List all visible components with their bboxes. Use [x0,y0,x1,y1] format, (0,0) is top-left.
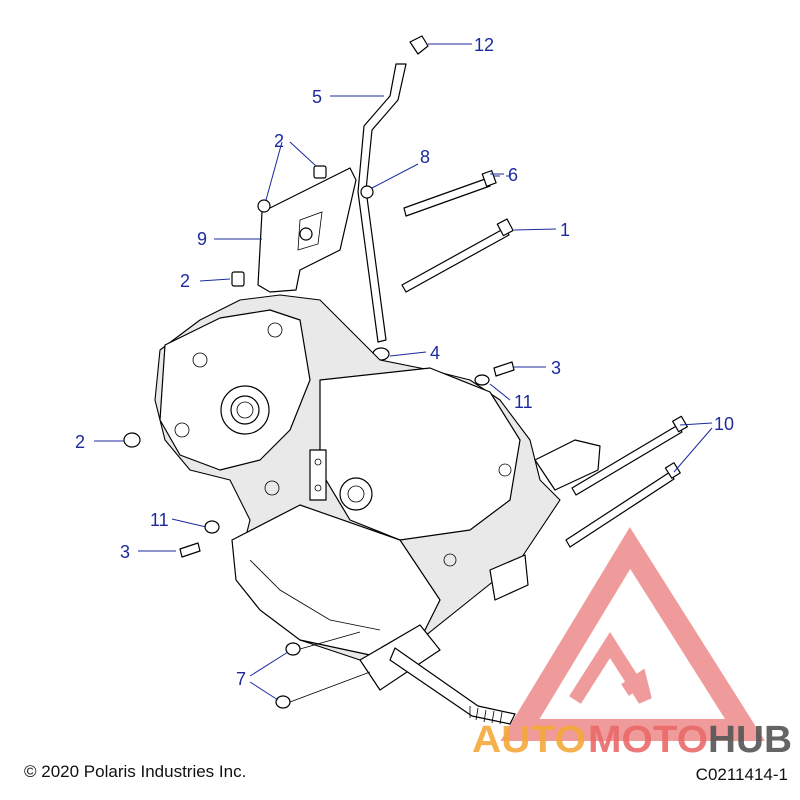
watermark-hub: HUB [708,719,792,761]
callout-6: 6 [508,165,518,185]
diagram-code: C0211414-1 [695,765,788,784]
watermark-moto: MOTO [588,719,708,761]
callout-4: 4 [430,343,440,363]
callout-2-left: 2 [75,432,85,452]
copyright-notice: © 2020 Polaris Industries Inc. [24,762,247,781]
watermark-auto: AUTO [472,719,586,761]
callout-3-right: 3 [551,358,561,378]
callout-5: 5 [312,87,322,107]
callout-1: 1 [560,220,570,240]
callout-2-top: 2 [274,131,284,151]
callout-2-mid: 2 [180,271,190,291]
vent-hose-part-5 [357,35,429,361]
long-bolts [401,170,688,548]
callout-11-left: 11 [150,510,169,530]
callout-10: 10 [714,414,734,434]
callout-8: 8 [420,147,430,167]
leader-lines [94,43,713,701]
automotohub-watermark [500,527,765,741]
bracket-part-9 [231,165,357,293]
callout-12: 12 [474,35,494,55]
callout-9: 9 [197,229,207,249]
fasteners [123,361,515,709]
output-shaft [389,647,516,725]
callout-labels: 12 5 2 8 6 1 9 2 4 3 11 2 10 11 3 7 [75,35,734,689]
callout-7: 7 [236,669,246,689]
watermark-mark [569,631,652,704]
watermark-wordmark: AUTO MOTO HUB [472,719,792,761]
watermark-triangle [500,527,765,741]
callout-3-left: 3 [120,542,130,562]
callout-11-right: 11 [514,392,533,412]
